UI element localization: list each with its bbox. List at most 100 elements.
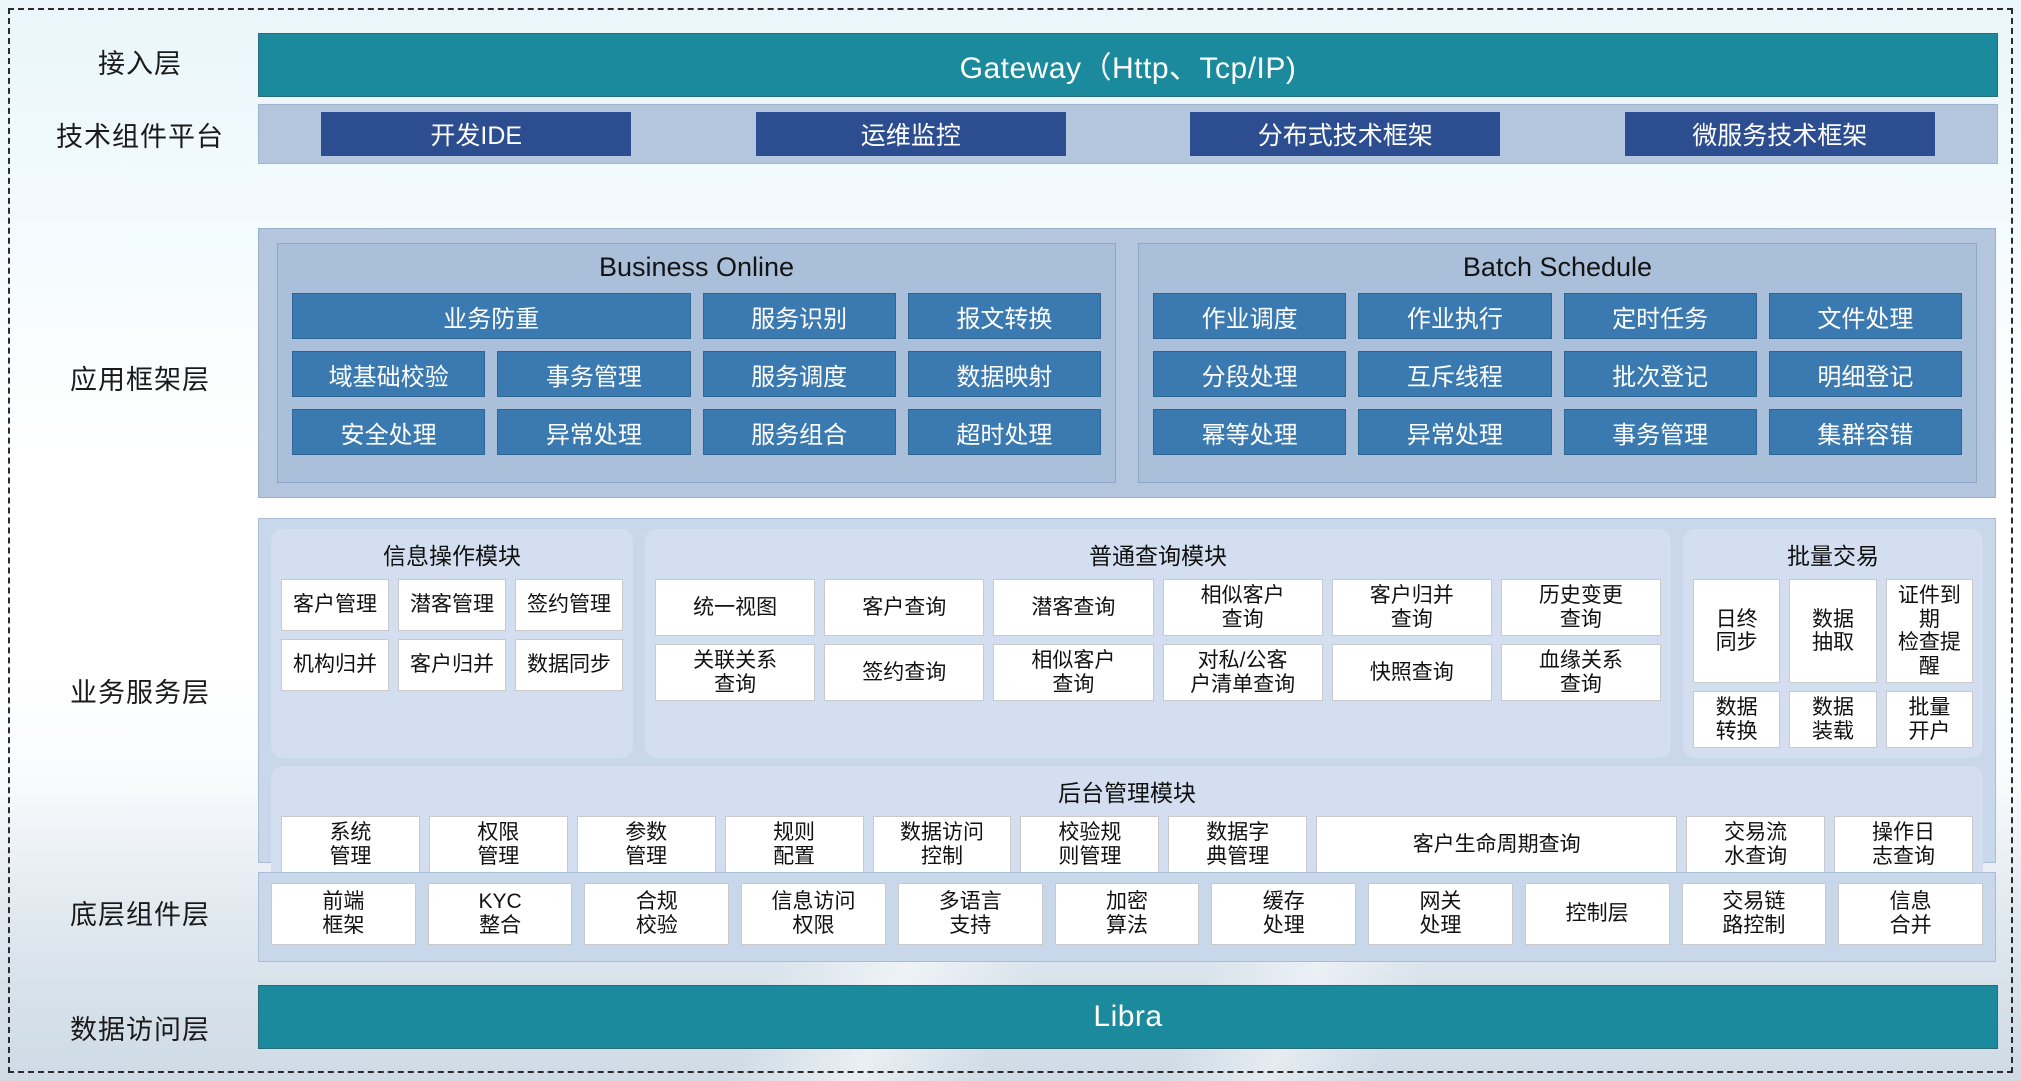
cell-qygl[interactable]: 签约管理 [515, 579, 623, 631]
info-operation-row-1: 客户管理 潜客管理 签约管理 [281, 579, 623, 631]
cell-wgcl[interactable]: 网关 处理 [1368, 883, 1513, 945]
cell-tysm[interactable]: 统一视图 [655, 579, 816, 637]
cell-xtgl[interactable]: 系统 管理 [281, 816, 420, 874]
cell-xxfwqx[interactable]: 信息访问 权限 [741, 883, 886, 945]
cell-sjys[interactable]: 数据映射 [907, 351, 1101, 397]
cell-fwdd[interactable]: 服务调度 [702, 351, 896, 397]
app-framework-band: Business Online 业务防重 服务识别 报文转换 域基础校验 事务管… [258, 228, 1996, 498]
libra-title: Libra [1093, 1000, 1163, 1033]
tech-chip-microservice[interactable]: 微服务技术框架 [1624, 112, 1935, 156]
batch-schedule-row-3: 幂等处理 异常处理 事务管理 集群容错 [1153, 409, 1962, 455]
cell-zjdqjctx[interactable]: 证件到期 检查提醒 [1885, 579, 1973, 684]
info-operation-rows: 客户管理 潜客管理 签约管理 机构归并 客户归并 数据同步 [281, 579, 623, 691]
business-online-row-2: 域基础校验 事务管理 服务调度 数据映射 [292, 351, 1101, 397]
data-access-bar[interactable]: Libra [258, 985, 1998, 1049]
business-online-row-3: 安全处理 异常处理 服务组合 超时处理 [292, 409, 1101, 455]
cell-qxgl[interactable]: 权限 管理 [428, 816, 568, 874]
cell-wjcl[interactable]: 文件处理 [1768, 293, 1962, 339]
cell-hcxc[interactable]: 互斥线程 [1358, 351, 1552, 397]
cell-lsbgcx[interactable]: 历史变更 查询 [1500, 579, 1661, 637]
cell-jqrc[interactable]: 集群容错 [1768, 409, 1962, 455]
cell-kzcx[interactable]: 快照查询 [1331, 644, 1492, 702]
batch-transaction-row-2: 数据 转换 数据 装载 批量 开户 [1693, 691, 1973, 749]
cell-fwzh[interactable]: 服务组合 [702, 409, 896, 455]
bottom-component-row: 前端 框架 KYC 整合 合规 校验 信息访问 权限 多语言 支持 加密 算法 … [271, 883, 1983, 945]
cell-jylscx[interactable]: 交易流 水查询 [1686, 816, 1826, 874]
business-service-top-row: 信息操作模块 客户管理 潜客管理 签约管理 机构归并 客户归并 数据同步 [271, 529, 1983, 759]
tech-chip-ide[interactable]: 开发IDE [321, 112, 632, 156]
cell-dsrw[interactable]: 定时任务 [1563, 293, 1757, 339]
tech-chip-distributed[interactable]: 分布式技术框架 [1190, 112, 1501, 156]
info-operation-row-2: 机构归并 客户归并 数据同步 [281, 639, 623, 691]
cell-xygxcx[interactable]: 血缘关系 查询 [1500, 644, 1661, 702]
cell-zydd[interactable]: 作业调度 [1153, 293, 1347, 339]
cell-csgl[interactable]: 参数 管理 [576, 816, 716, 874]
cell-hccl[interactable]: 缓存 处理 [1211, 883, 1357, 945]
cell-pcdj[interactable]: 批次登记 [1563, 351, 1757, 397]
cell-sjzh[interactable]: 数据 转换 [1693, 691, 1781, 749]
cell-swgl1[interactable]: 事务管理 [497, 351, 691, 397]
cell-ywfz[interactable]: 业务防重 [292, 293, 691, 339]
cell-jylskz[interactable]: 交易链 路控制 [1681, 883, 1827, 945]
cell-khsmzqcx[interactable]: 客户生命周期查询 [1316, 816, 1678, 874]
cell-khcx[interactable]: 客户查询 [824, 579, 985, 637]
layer-label-dataaccess: 数据访问层 [70, 1015, 210, 1045]
common-query-rows: 统一视图 客户查询 潜客查询 相似客户 查询 客户归并 查询 历史变更 查询 关… [655, 579, 1661, 702]
cell-yjcjy[interactable]: 域基础校验 [292, 351, 486, 397]
cell-qkgl[interactable]: 潜客管理 [398, 579, 506, 631]
cell-jggb[interactable]: 机构归并 [281, 639, 389, 691]
cell-hgjy[interactable]: 合规 校验 [584, 883, 730, 945]
panel-title-info-operation: 信息操作模块 [383, 543, 521, 569]
cell-mxdj[interactable]: 明细登记 [1768, 351, 1962, 397]
cell-sjtb[interactable]: 数据同步 [515, 639, 623, 691]
cell-fwsb[interactable]: 服务识别 [702, 293, 896, 339]
layer-label-appframe: 应用框架层 [70, 365, 210, 395]
cell-khgl[interactable]: 客户管理 [281, 579, 389, 631]
cell-dyyzc[interactable]: 多语言 支持 [897, 883, 1043, 945]
cell-zyzx[interactable]: 作业执行 [1358, 293, 1552, 339]
batch-schedule-row-2: 分段处理 互斥线程 批次登记 明细登记 [1153, 351, 1962, 397]
panel-admin-module: 后台管理模块 系统 管理 权限 管理 参数 管理 规则 配置 数据访问 控制 校… [271, 766, 1983, 884]
layer-label-bizsvc: 业务服务层 [70, 678, 210, 708]
cell-glgxcx[interactable]: 关联关系 查询 [655, 644, 816, 702]
cell-xskhcx2[interactable]: 相似客户 查询 [993, 644, 1154, 702]
admin-module-row: 系统 管理 权限 管理 参数 管理 规则 配置 数据访问 控制 校验规 则管理 … [281, 816, 1973, 874]
cell-mdcl[interactable]: 幂等处理 [1153, 409, 1347, 455]
cell-kyczh[interactable]: KYC 整合 [427, 883, 573, 945]
gateway-bar[interactable]: Gateway（Http、Tcp/IP) [258, 33, 1998, 97]
layer-label-tech: 技术组件平台 [56, 122, 224, 152]
panel-batch-transaction: 批量交易 日终 同步 数据 抽取 证件到期 检查提醒 数据 转换 数据 装载 批… [1683, 529, 1983, 759]
cell-gzpz[interactable]: 规则 配置 [724, 816, 864, 874]
panel-title-batch-transaction: 批量交易 [1787, 543, 1879, 569]
cell-yccl1[interactable]: 异常处理 [497, 409, 691, 455]
cell-xxhb[interactable]: 信息 合并 [1838, 883, 1983, 945]
cell-cscl[interactable]: 超时处理 [907, 409, 1101, 455]
cell-qkcx[interactable]: 潜客查询 [993, 579, 1154, 637]
cell-sjcq[interactable]: 数据 抽取 [1789, 579, 1877, 684]
cell-czrzcx[interactable]: 操作日 志查询 [1834, 816, 1973, 874]
cell-plkh[interactable]: 批量 开户 [1885, 691, 1973, 749]
cell-fdcl[interactable]: 分段处理 [1153, 351, 1347, 397]
cell-sjzz[interactable]: 数据 装载 [1789, 691, 1877, 749]
cell-swgl2[interactable]: 事务管理 [1563, 409, 1757, 455]
cell-rztb[interactable]: 日终 同步 [1693, 579, 1781, 684]
cell-kzc[interactable]: 控制层 [1524, 883, 1670, 945]
tech-chip-ops-monitor[interactable]: 运维监控 [755, 112, 1066, 156]
cell-xskhcx1[interactable]: 相似客户 查询 [1162, 579, 1323, 637]
cell-qdkj[interactable]: 前端 框架 [271, 883, 416, 945]
cell-sjfwkz[interactable]: 数据访问 控制 [872, 816, 1012, 874]
cell-bwzh[interactable]: 报文转换 [907, 293, 1101, 339]
cell-khgb[interactable]: 客户归并 [398, 639, 506, 691]
layer-label-access: 接入层 [98, 49, 182, 79]
panel-business-online: Business Online 业务防重 服务识别 报文转换 域基础校验 事务管… [277, 243, 1116, 483]
cell-sjzdgl[interactable]: 数据字 典管理 [1168, 816, 1308, 874]
cell-jmsf[interactable]: 加密 算法 [1054, 883, 1200, 945]
tech-platform-band: 开发IDE 运维监控 分布式技术框架 微服务技术框架 [258, 104, 1998, 164]
cell-yccl2[interactable]: 异常处理 [1358, 409, 1552, 455]
cell-aqcl[interactable]: 安全处理 [292, 409, 486, 455]
cell-dsgkcx[interactable]: 对私/公客 户清单查询 [1162, 644, 1323, 702]
cell-jygzgl[interactable]: 校验规 则管理 [1020, 816, 1160, 874]
cell-qycx[interactable]: 签约查询 [824, 644, 985, 702]
cell-khgbcx[interactable]: 客户归并 查询 [1331, 579, 1492, 637]
